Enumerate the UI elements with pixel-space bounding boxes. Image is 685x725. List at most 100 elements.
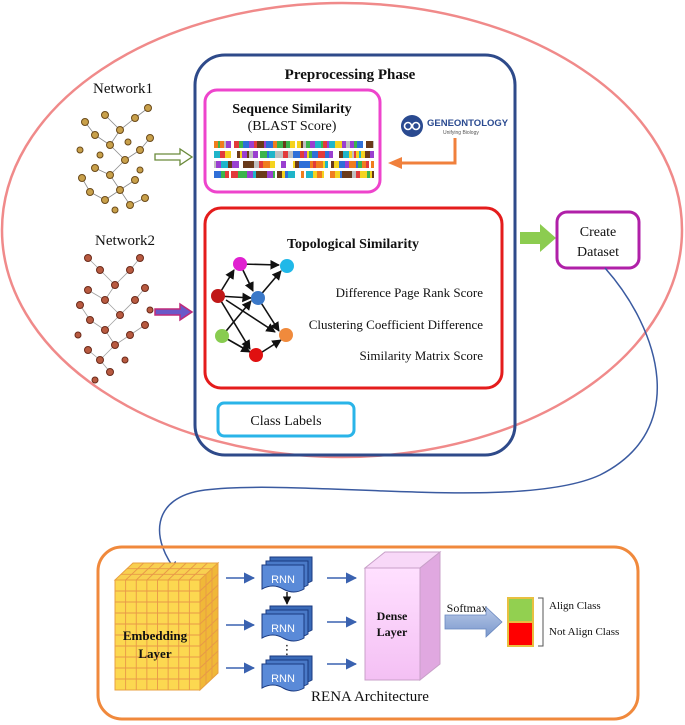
cube-grid-line (199, 617, 219, 636)
alignment-cell (214, 151, 220, 158)
embedding-layer-line1: Embedding (123, 628, 188, 643)
alignment-cell (232, 161, 239, 168)
alignment-cell (323, 161, 325, 168)
alignment-cell (340, 171, 342, 178)
alignment-cell (286, 141, 290, 148)
alignment-cell (310, 141, 315, 148)
alignment-cell (354, 151, 356, 158)
alignment-cell (254, 161, 259, 168)
network2-nodes (74, 254, 154, 384)
alignment-cell (352, 151, 354, 158)
directed-graph-nodes (211, 257, 294, 362)
alignment-cell (229, 171, 231, 178)
softmax-arrow (444, 606, 503, 638)
alignment-cell (372, 171, 374, 178)
cube-grid-line (199, 606, 219, 625)
alignment-cell (275, 161, 281, 168)
alignment-cell (335, 141, 342, 148)
alignment-cell (357, 141, 363, 148)
alignment-cell (234, 141, 239, 148)
alignment-cell (240, 151, 242, 158)
alignment-cell (231, 171, 238, 178)
network1-label: Network1 (93, 81, 153, 97)
create-dataset-box (555, 210, 641, 270)
softmax-label: Softmax (447, 601, 488, 615)
cube-grid-line (199, 639, 219, 658)
cube-grid-line (199, 584, 219, 603)
alignment-cell (263, 171, 267, 178)
alignment-cell (249, 161, 254, 168)
cube-grid-line (199, 573, 219, 592)
alignment-cell (231, 151, 237, 158)
alignment-cell (342, 141, 346, 148)
alignment-cell (306, 141, 310, 148)
cube-grid-line (199, 661, 219, 680)
outer-ellipse (0, 1, 684, 459)
alignment-cell (266, 141, 273, 148)
gene-ontology-logo: GENEONTOLOGY Unifying Biology (401, 115, 509, 137)
alignment-cell (221, 171, 225, 178)
alignment-cell (366, 161, 369, 168)
align-class-swatch (507, 597, 534, 623)
dataset-to-embedding-connector (158, 267, 658, 574)
alignment-cell (295, 161, 299, 168)
create-dataset-line2: Dataset (577, 245, 619, 260)
alignment-cell (306, 171, 313, 178)
alignment-cell (335, 151, 339, 158)
topological-similarity-box (203, 206, 504, 390)
preprocessing-phase-title: Preprocessing Phase (285, 67, 416, 83)
alignment-cell (267, 151, 269, 158)
alignment-cell (350, 141, 354, 148)
alignment-cell (315, 141, 321, 148)
sequence-similarity-box (203, 88, 382, 194)
alignment-cell (313, 171, 317, 178)
alignment-cell (370, 171, 372, 178)
alignment-cell (295, 171, 301, 178)
alignment-cell (238, 171, 243, 178)
alignment-cell (275, 151, 280, 158)
to-create-dataset-arrow (520, 224, 556, 252)
alignment-cell (328, 161, 331, 168)
alignment-cell (295, 141, 297, 148)
alignment-cell (356, 151, 359, 158)
alignment-cell (288, 151, 293, 158)
alignment-cell (300, 151, 304, 158)
rnn-stack-2: RNN (261, 605, 313, 642)
score-similarity-matrix: Similarity Matrix Score (360, 348, 484, 363)
alignment-cell (281, 161, 286, 168)
alignment-cell (263, 161, 270, 168)
alignment-cell (283, 141, 286, 148)
alignment-cell (214, 171, 221, 178)
network1-nodes (76, 104, 154, 214)
alignment-cell (339, 161, 345, 168)
alignment-cell (339, 151, 343, 158)
alignment-cell (214, 161, 216, 168)
alignment-cell (304, 171, 306, 178)
alignment-cell (345, 161, 349, 168)
alignment-cell (269, 151, 275, 158)
alignment-cell (239, 161, 243, 168)
sequence-alignment-image (214, 141, 374, 178)
alignment-cell (365, 151, 370, 158)
alignment-cell (320, 151, 325, 158)
alignment-cell (356, 171, 360, 178)
rnn-to-dense-arrows (327, 572, 358, 670)
alignment-cell (301, 171, 304, 178)
dense-layer-line2: Layer (377, 625, 408, 639)
alignment-cell (317, 171, 322, 178)
alignment-cell (301, 141, 303, 148)
embedding-layer-cube (113, 561, 220, 692)
alignment-cell (264, 141, 266, 148)
alignment-cell (329, 141, 335, 148)
alignment-cell (273, 171, 275, 178)
gene-ontology-text: GENEONTOLOGY (427, 118, 509, 129)
alignment-cell (214, 141, 218, 148)
alignment-cell (249, 151, 253, 158)
blast-score-label: (BLAST Score) (248, 119, 337, 134)
rnn-ellipsis: ⋮ (281, 642, 294, 657)
alignment-cell (310, 161, 313, 168)
alignment-cell (325, 151, 329, 158)
preprocessing-phase-box (193, 53, 517, 457)
alignment-cell (359, 151, 361, 158)
